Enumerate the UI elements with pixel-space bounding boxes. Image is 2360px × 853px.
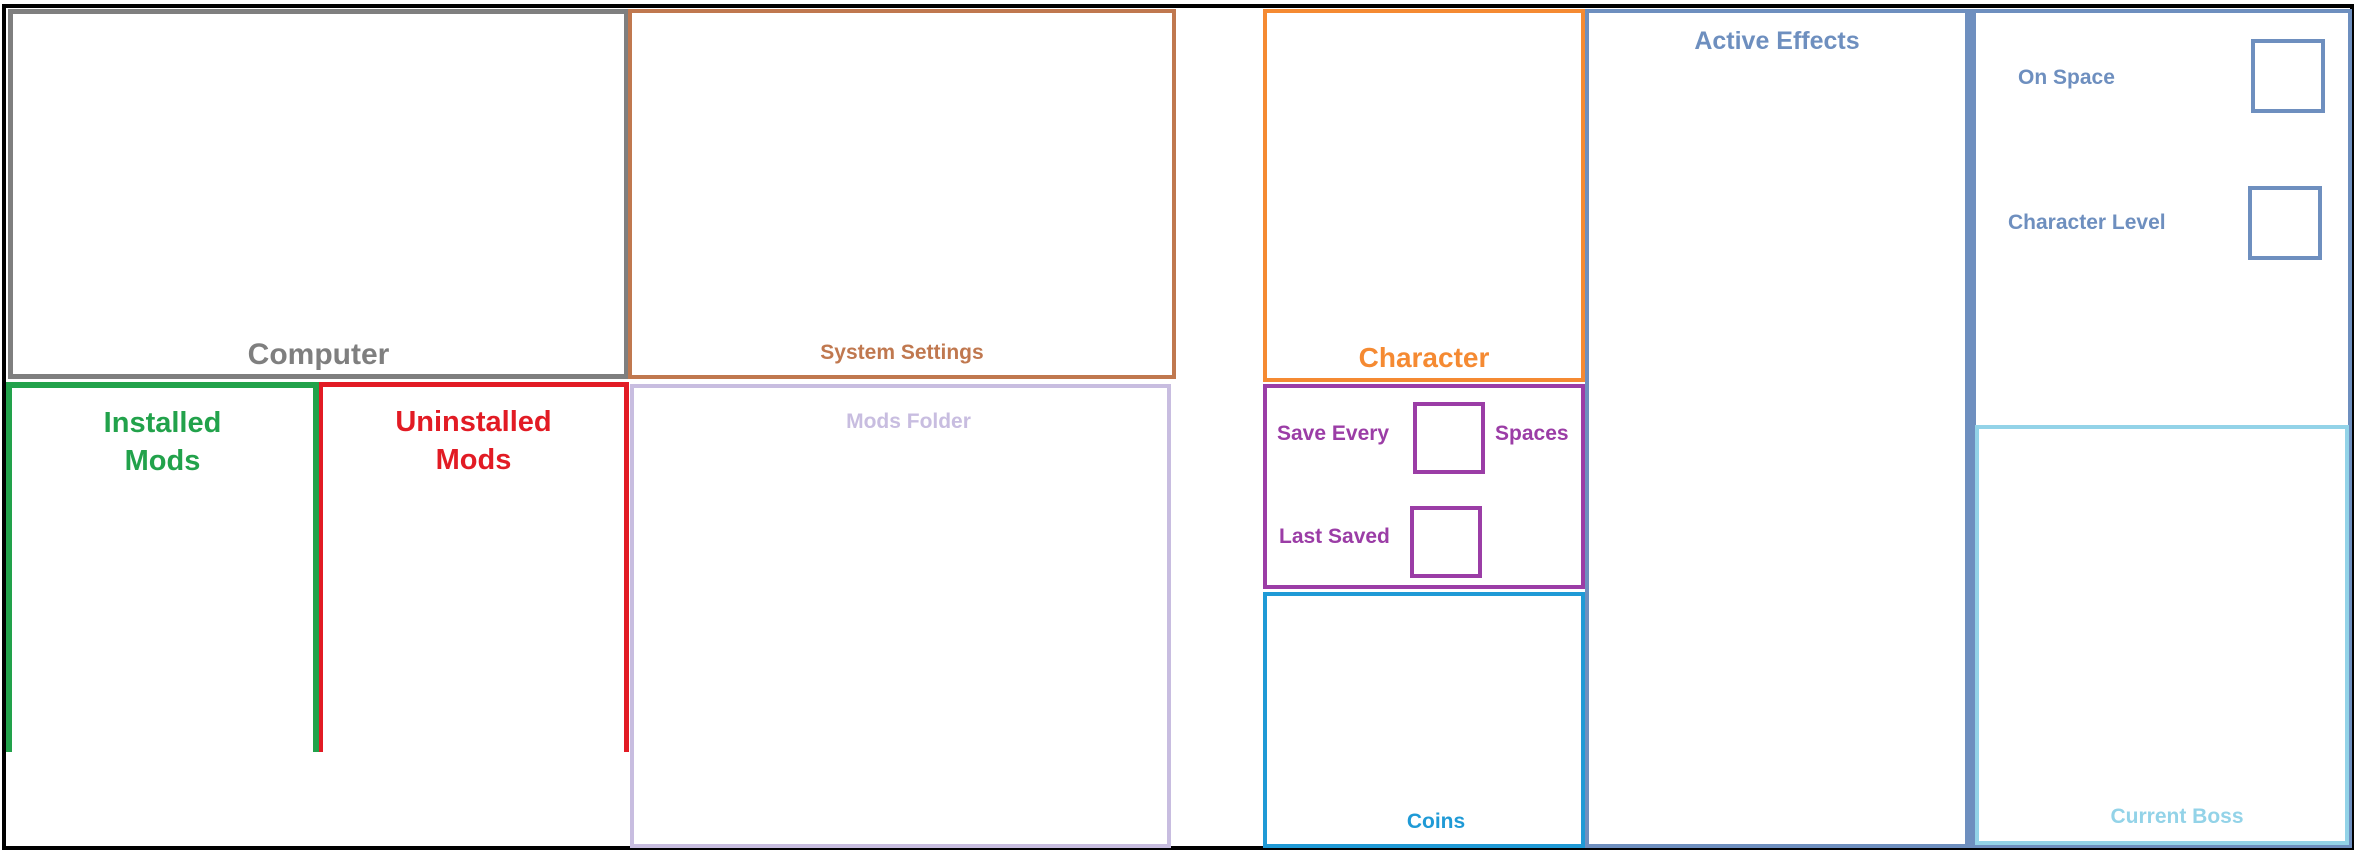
mods-folder-label: Mods Folder	[846, 410, 971, 433]
installed-mods-panel[interactable]: Installed Mods	[6, 382, 319, 752]
character-panel[interactable]: Character	[1263, 9, 1585, 382]
save-every-label: Save Every	[1277, 422, 1390, 445]
on-space-label: On Space	[2018, 66, 2115, 89]
computer-panel[interactable]: Computer	[8, 9, 628, 379]
uninstalled-mods-panel[interactable]: Uninstalled Mods	[319, 382, 629, 752]
save-every-input[interactable]	[1413, 402, 1485, 474]
mods-folder-panel[interactable]: Mods Folder	[630, 384, 1171, 848]
current-boss-panel: Current Boss	[1975, 425, 2349, 845]
installed-mods-label: Installed Mods	[103, 407, 222, 477]
active-effects-label: Active Effects	[1694, 27, 1860, 55]
character-label: Character	[1358, 342, 1490, 373]
outer-frame	[2, 4, 2354, 850]
save-panel: Save Every Spaces Last Saved	[1263, 384, 1585, 589]
on-space-value	[2251, 39, 2325, 113]
coins-panel: Coins	[1263, 592, 1585, 848]
system-settings-label: System Settings	[820, 341, 984, 364]
character-level-value	[2248, 186, 2322, 260]
active-effects-panel: Active Effects	[1585, 9, 1969, 848]
current-boss-label: Current Boss	[2110, 805, 2244, 828]
spaces-label: Spaces	[1495, 422, 1569, 445]
last-saved-label: Last Saved	[1279, 525, 1390, 548]
system-settings-panel[interactable]: System Settings	[628, 9, 1176, 379]
stats-panel: On Space Character Level	[1969, 9, 2352, 848]
coins-label: Coins	[1406, 810, 1466, 833]
last-saved-value	[1410, 506, 1482, 578]
uninstalled-mods-label: Uninstalled Mods	[395, 406, 552, 476]
computer-label: Computer	[247, 338, 390, 371]
character-level-label: Character Level	[2008, 211, 2166, 234]
